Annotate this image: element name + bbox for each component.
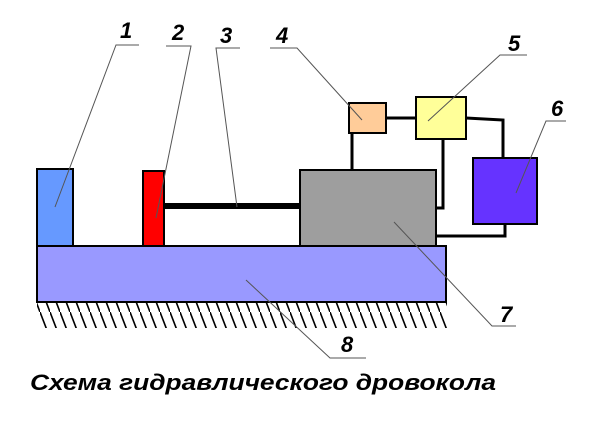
label-5: 5 (508, 31, 521, 56)
leader-lines (54, 44, 566, 359)
label-3: 3 (220, 23, 232, 48)
diagram-caption: Схема гидравлического дровокола (30, 370, 496, 395)
label-2: 2 (171, 20, 185, 45)
part-7-hydraulic-cylinder (299, 169, 437, 247)
part-3-piston-rod (164, 203, 299, 209)
part-4-valve (348, 102, 387, 134)
part-1-fixed-wedge (36, 168, 74, 247)
label-8: 8 (341, 332, 354, 357)
label-4: 4 (275, 23, 288, 48)
part-6-motor (472, 157, 538, 225)
part-8-frame (36, 245, 447, 303)
hydraulic-lines (350, 116, 507, 238)
ground-hatching (37, 302, 447, 328)
label-6: 6 (551, 96, 564, 121)
part-5-pump (415, 96, 467, 140)
label-7: 7 (500, 302, 514, 327)
label-1: 1 (120, 18, 132, 43)
part-2-pusher (142, 170, 165, 247)
